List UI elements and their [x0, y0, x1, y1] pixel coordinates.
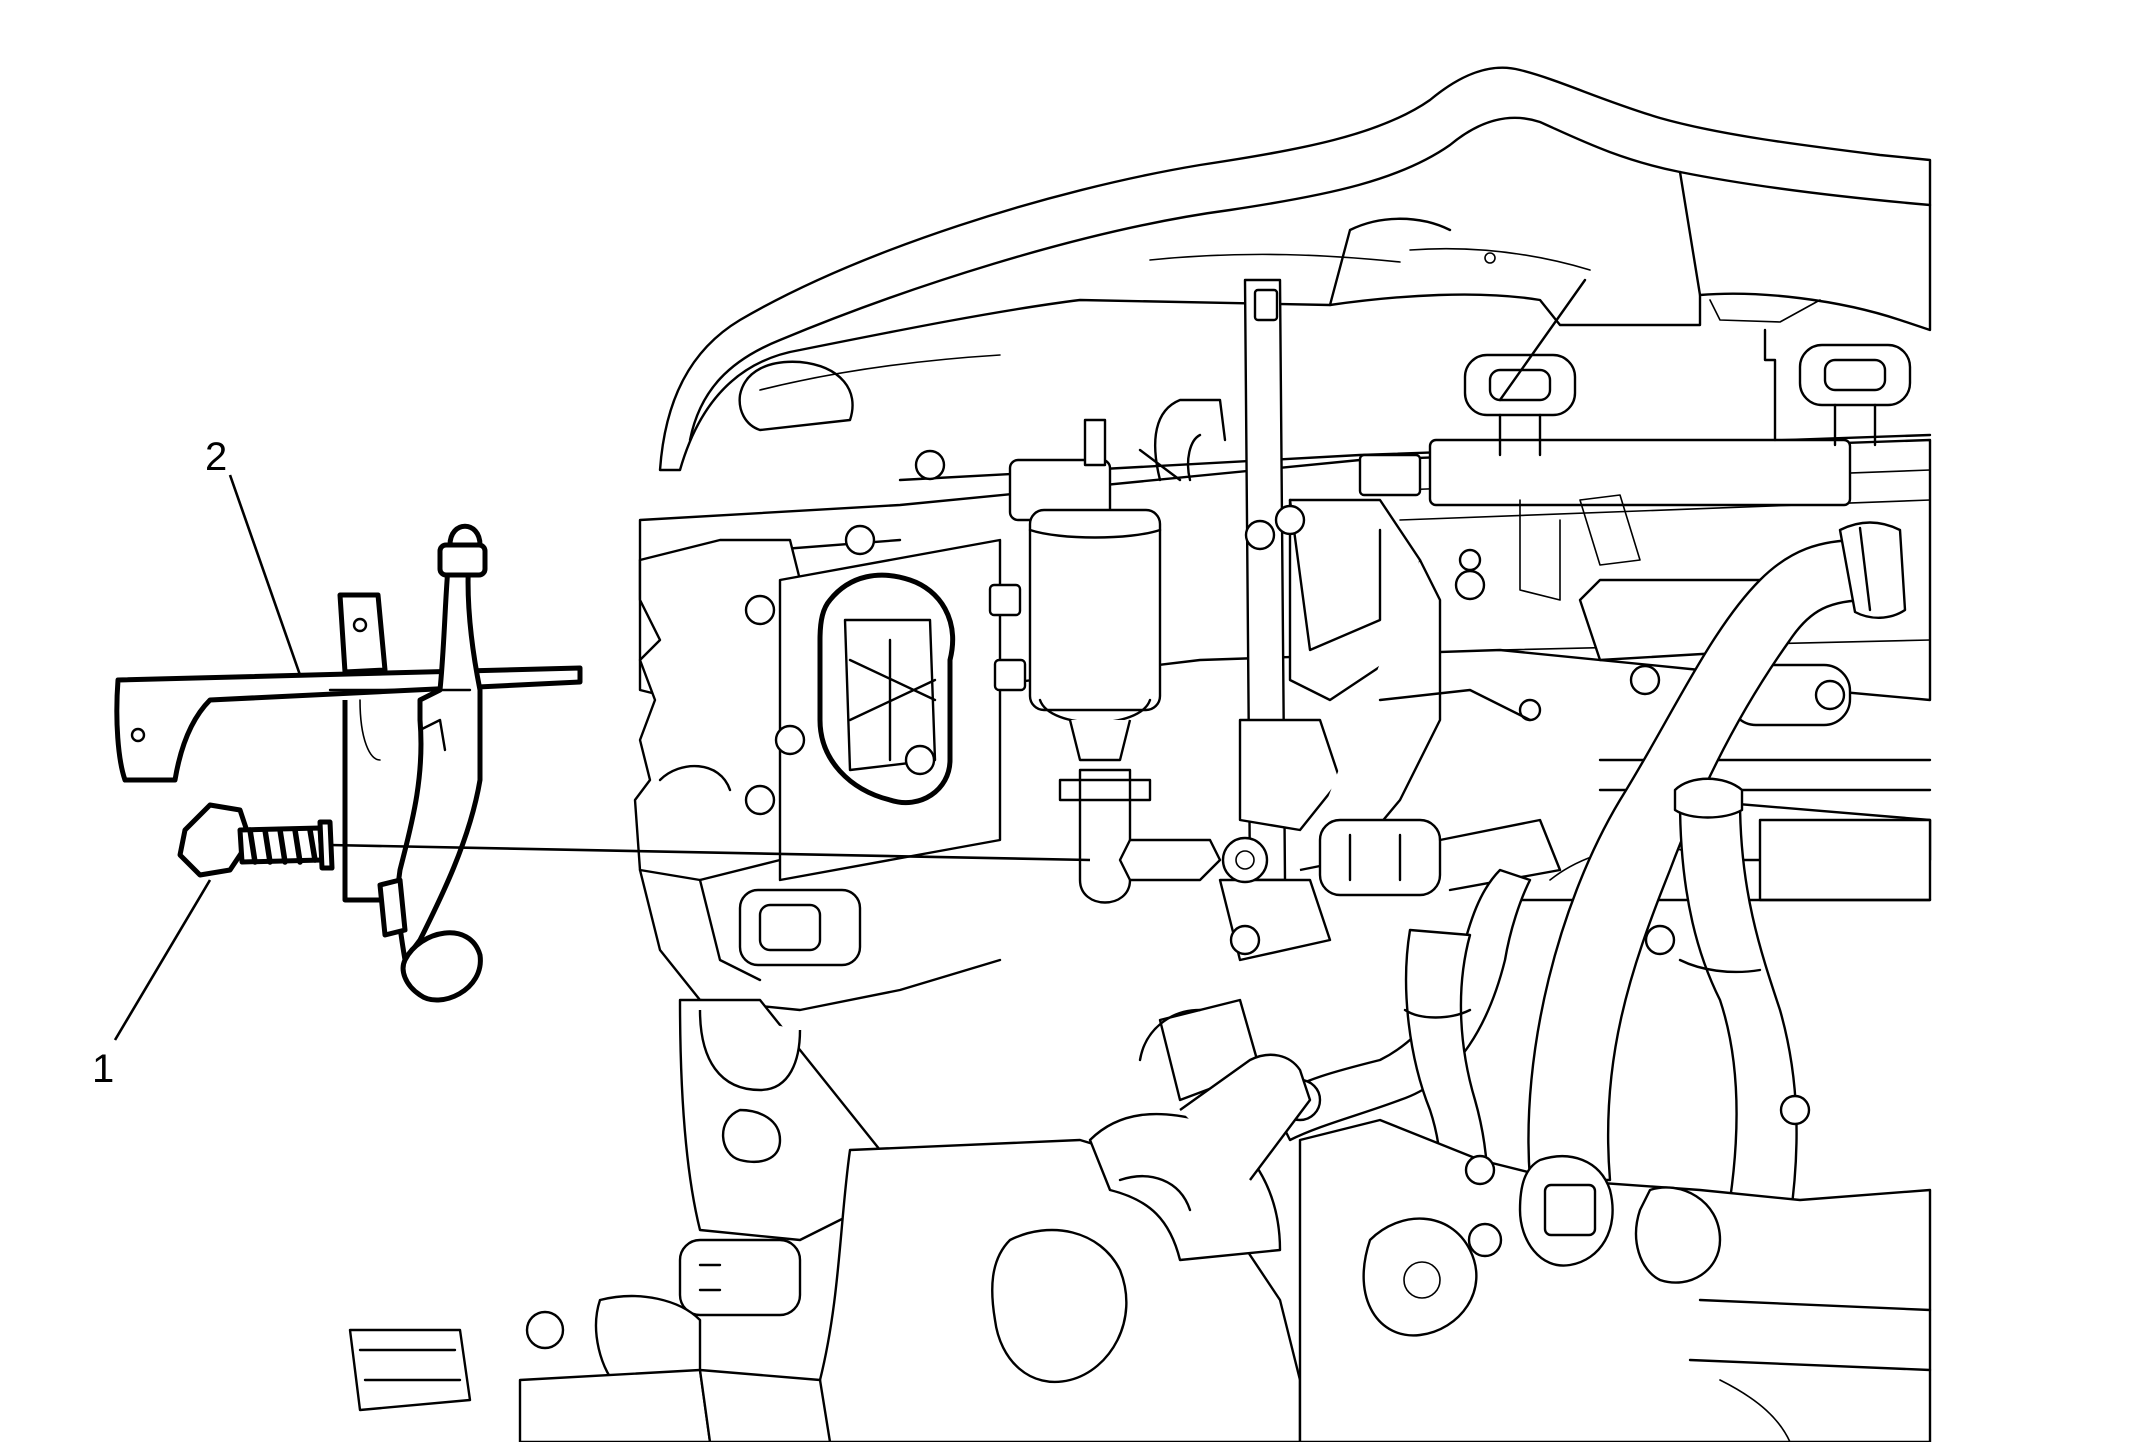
callout-1: 1 — [92, 879, 212, 1091]
callout-2: 2 — [205, 435, 302, 676]
throttle-body — [633, 524, 1002, 1012]
engine-cover — [658, 66, 1932, 472]
coolant-housing — [1298, 1118, 1932, 1444]
lower-block — [678, 998, 1312, 1444]
callout-1-leader — [113, 879, 212, 1041]
bolt-part — [177, 802, 335, 878]
alignment-line — [329, 843, 1091, 862]
purge-solenoid — [988, 418, 1182, 904]
lower-connectors — [348, 1238, 832, 1444]
vacuum-hose — [1118, 398, 1227, 882]
heater-hose-upper — [1527, 521, 1907, 1182]
callout-2-leader — [228, 474, 302, 676]
misc-bolts — [914, 449, 1811, 1186]
connector-upper-right — [1463, 278, 1912, 457]
callout-2-label: 2 — [205, 435, 227, 479]
sensor-connector-mid — [1318, 818, 1562, 897]
coolant-pipe-bracket — [114, 523, 583, 1003]
callout-1-label: 1 — [92, 1047, 114, 1091]
